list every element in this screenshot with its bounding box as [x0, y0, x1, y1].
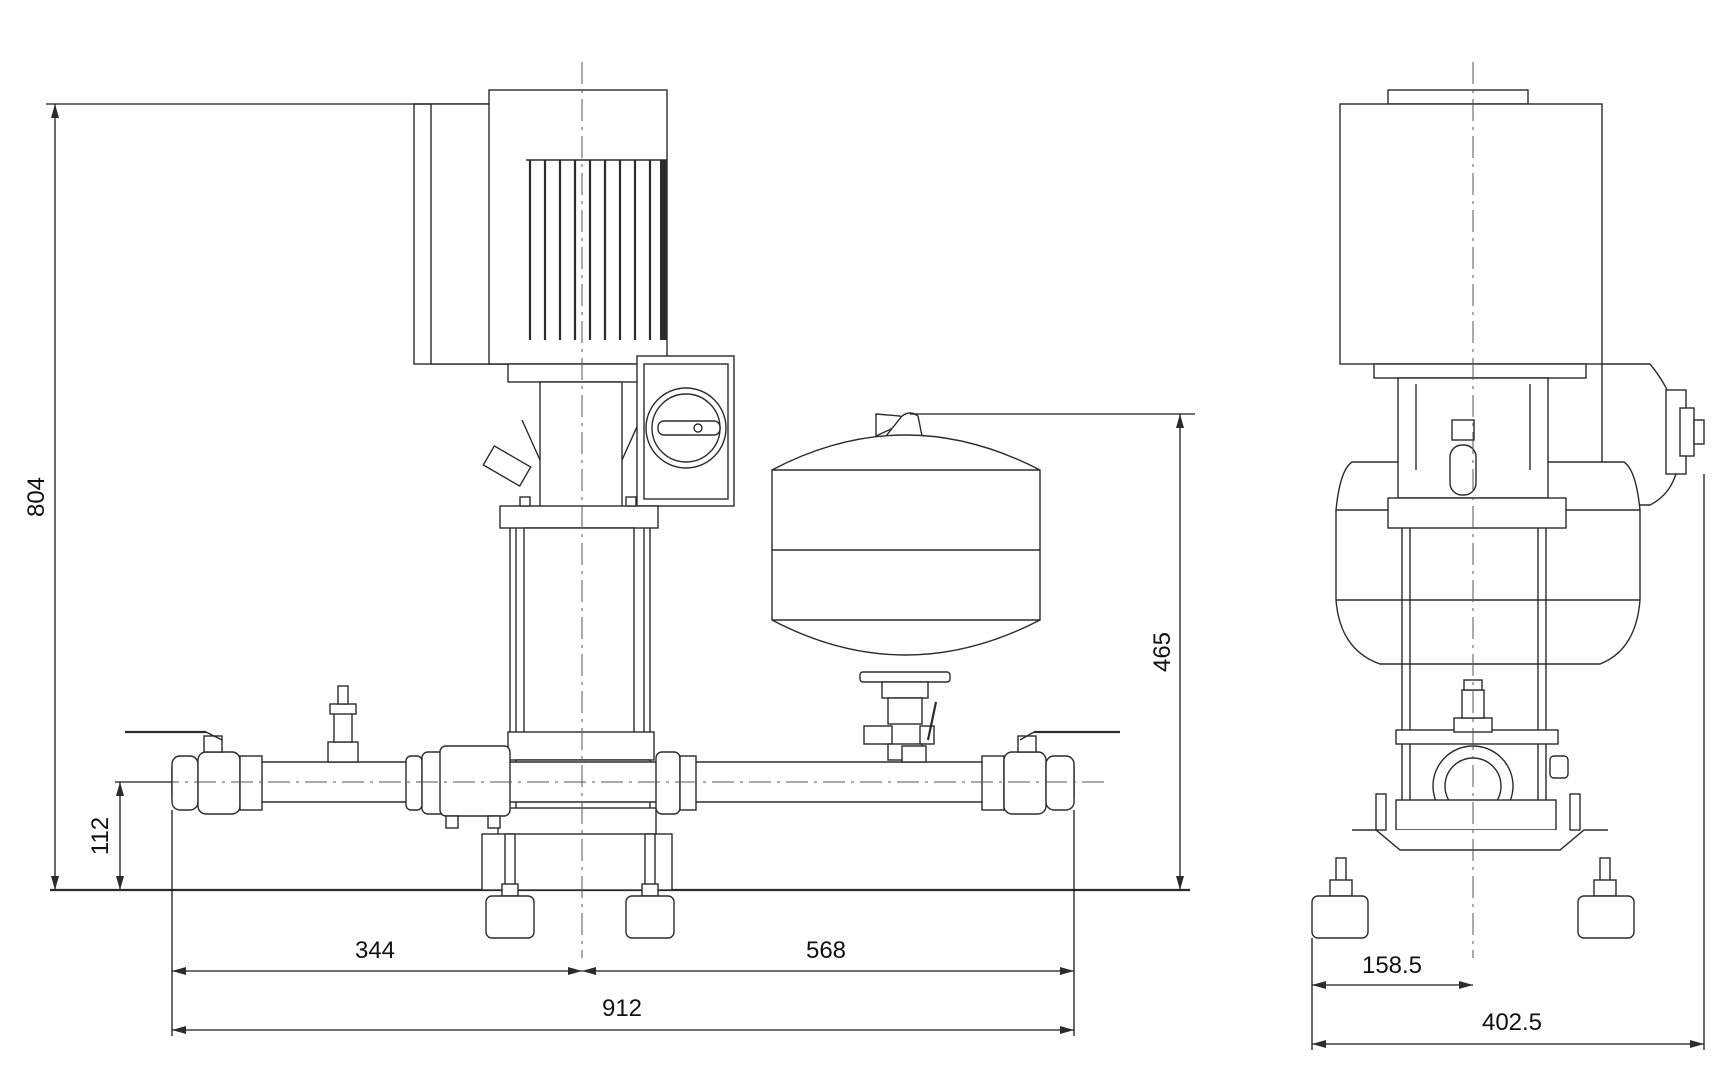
diaphragm-tank [771, 412, 1041, 761]
dim-total-height: 804 [23, 477, 50, 517]
dim-inlet-height: 112 [87, 817, 114, 855]
motor [413, 89, 668, 383]
dim-total-length: 912 [602, 995, 642, 1022]
dim-left-to-axis: 344 [355, 937, 395, 964]
dim-axis-to-right: 568 [806, 937, 846, 964]
isolator-switch [636, 355, 735, 507]
drain-plug [482, 445, 532, 487]
dimension-lines [46, 103, 1705, 1050]
front-view [50, 62, 1190, 958]
side-view [1311, 62, 1705, 958]
pump-base [481, 807, 675, 939]
motor-cooling-fins [528, 160, 667, 340]
dim-side-total-width: 402.5 [1482, 1009, 1542, 1036]
dim-tank-height: 465 [1149, 632, 1176, 672]
dim-side-axis-offset: 158.5 [1362, 952, 1422, 979]
